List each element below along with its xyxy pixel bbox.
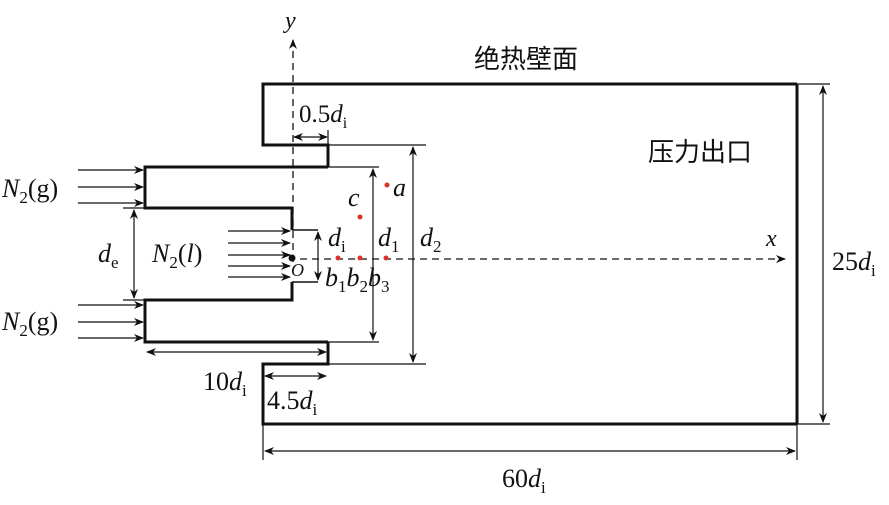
dim-0.5di-label: 0.5di (299, 101, 348, 132)
liquid-inlet-label: N2(l) (151, 239, 202, 272)
point-b-labels: b1b2b3 (325, 263, 390, 296)
monitor-point-a (384, 182, 390, 188)
y-axis-label: y (283, 8, 296, 34)
dim-25di-label: 25di (832, 247, 876, 280)
origin-label: O (291, 260, 304, 280)
inner-tube-lip (292, 229, 318, 283)
pressure-outlet-label: 压力出口 (648, 138, 752, 168)
dim-60di-label: 60di (502, 464, 546, 497)
upper-wall (261, 82, 797, 167)
monitor-point-b2 (357, 255, 363, 261)
monitor-point-b1 (335, 255, 341, 261)
outer-tube-upper (143, 165, 328, 230)
chamber-walls (143, 82, 799, 426)
gas-inlet-arrows-top (78, 166, 144, 207)
dim-4.5di-label: 4.5di (267, 386, 318, 419)
monitor-point-c (357, 214, 363, 220)
monitor-points (335, 182, 390, 261)
gas-inlet-label-bottom: N2(g) (1, 307, 58, 340)
gas-inlet-arrows-bottom (78, 301, 144, 342)
gas-inlet-label-top: N2(g) (1, 174, 58, 207)
outer-tube-lower (143, 282, 328, 344)
di-label: di (328, 223, 346, 256)
x-axis-label: x (765, 226, 777, 252)
d1-label: d1 (378, 223, 400, 256)
point-a-label: a (393, 173, 406, 202)
d2-label: d2 (420, 223, 442, 256)
de-label: de (98, 239, 119, 272)
dim-10di-label: 10di (203, 367, 247, 400)
adiabatic-wall-label: 绝热壁面 (474, 45, 578, 75)
point-c-label: c (348, 183, 360, 212)
monitor-point-b3 (383, 255, 389, 261)
lower-wall (261, 342, 797, 426)
liquid-inlet-arrows (228, 227, 291, 281)
